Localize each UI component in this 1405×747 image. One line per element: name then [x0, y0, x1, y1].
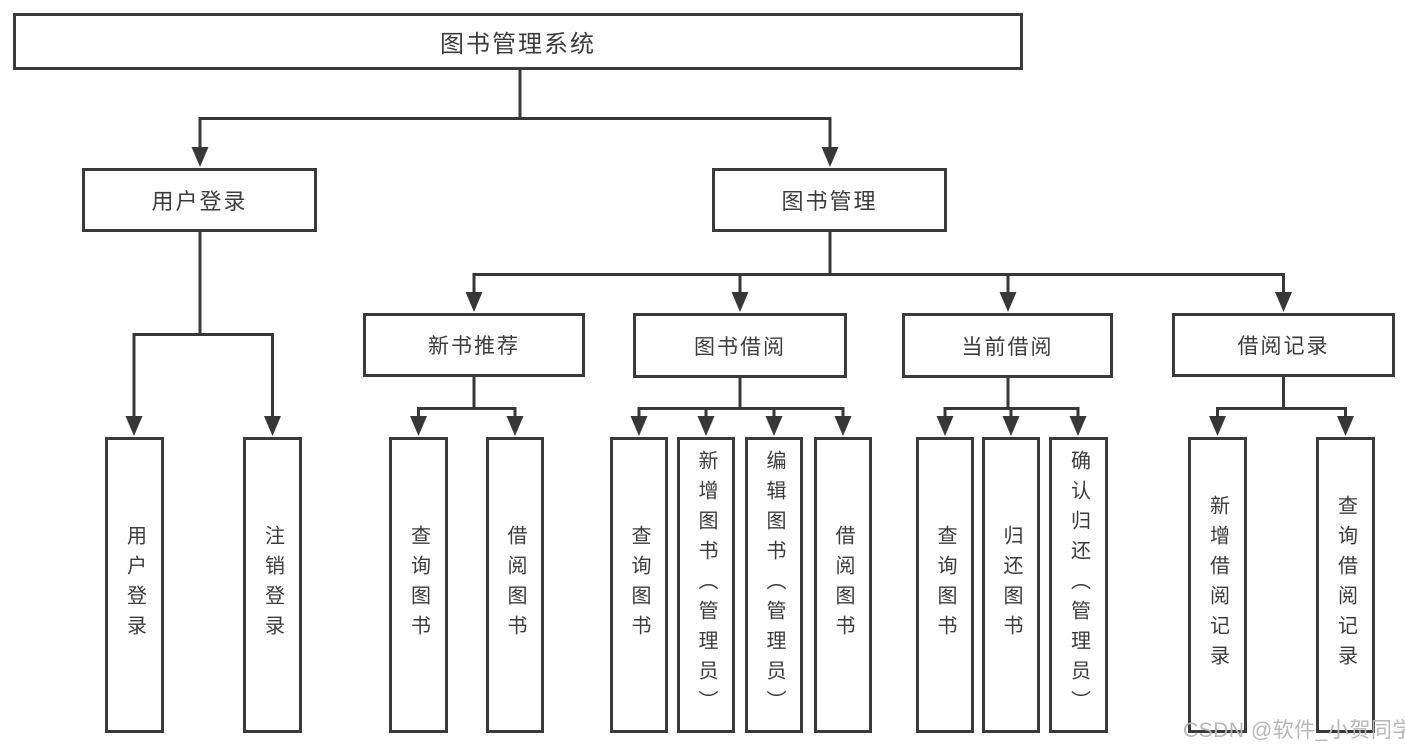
arrowhead-down-icon	[731, 292, 749, 312]
arrowhead-down-icon	[125, 416, 143, 436]
connector-borrowing-to-leaves	[637, 377, 845, 418]
node-leaf-confirm-return-admin: 确认归还（管理员）	[1049, 437, 1108, 733]
node-leaf-user-login: 用户登录	[105, 437, 164, 733]
arrowhead-down-icon	[1275, 292, 1292, 312]
node-leaf-edit-books-admin: 编辑图书（管理员）	[745, 437, 803, 733]
node-label: 编辑图书（管理员）	[763, 450, 785, 720]
node-leaf-query-books-2: 查询图书	[610, 437, 668, 733]
arrowhead-down-icon	[465, 292, 483, 312]
arrowhead-down-icon	[999, 292, 1017, 312]
node-leaf-add-books-admin: 新增图书（管理员）	[677, 437, 735, 733]
arrowhead-down-icon	[191, 147, 209, 167]
node-label: 确认归还（管理员）	[1067, 450, 1090, 720]
node-library-management-system: 图书管理系统	[13, 13, 1023, 70]
arrowhead-down-icon	[697, 416, 715, 436]
connector-bookmgmt-to-level3	[472, 232, 1285, 294]
node-label: 新书推荐	[428, 335, 520, 358]
node-label: 借阅图书	[832, 525, 854, 645]
node-leaf-borrow-books-1: 借阅图书	[486, 437, 544, 733]
node-borrowing-records: 借阅记录	[1172, 313, 1395, 377]
node-label: 当前借阅	[961, 335, 1054, 359]
node-label: 图书管理	[781, 189, 878, 214]
node-book-management: 图书管理	[712, 168, 947, 232]
arrowhead-down-icon	[410, 416, 427, 436]
connector-records-to-leaves	[1216, 377, 1347, 418]
arrowhead-down-icon	[765, 416, 783, 436]
arrowhead-down-icon	[630, 416, 648, 436]
node-label: 用户登录	[151, 189, 248, 214]
arrowhead-down-icon	[264, 416, 281, 436]
arrowhead-down-icon	[1002, 416, 1020, 436]
arrowhead-down-icon	[1069, 416, 1087, 436]
connector-userlogin-to-leaves	[132, 232, 274, 418]
node-current-borrowing: 当前借阅	[902, 313, 1113, 378]
arrowhead-down-icon	[821, 147, 839, 167]
node-label: 查询图书	[628, 525, 650, 645]
node-leaf-query-books-3: 查询图书	[916, 437, 974, 733]
node-leaf-return-books: 归还图书	[982, 437, 1040, 733]
connector-newbooks-to-leaves	[417, 377, 517, 418]
node-label: 注销登录	[261, 525, 284, 645]
node-label: 用户登录	[123, 525, 146, 645]
node-label: 新增图书（管理员）	[695, 450, 717, 720]
node-label: 归还图书	[1000, 525, 1022, 645]
arrowhead-down-icon	[936, 416, 954, 436]
node-leaf-add-borrow-record: 新增借阅记录	[1188, 437, 1247, 733]
arrowhead-down-icon	[834, 416, 852, 436]
arrowhead-down-icon	[1337, 416, 1354, 436]
node-label: 图书管理系统	[440, 31, 596, 58]
node-label: 查询图书	[934, 525, 956, 645]
node-new-book-recommendation: 新书推荐	[363, 313, 585, 377]
connector-current-to-leaves	[943, 377, 1080, 418]
node-book-borrowing: 图书借阅	[633, 313, 847, 378]
node-label: 借阅图书	[504, 525, 526, 645]
node-leaf-query-books-1: 查询图书	[389, 437, 448, 733]
node-label: 查询借阅记录	[1334, 495, 1357, 675]
connector-root-to-level2	[198, 70, 832, 148]
watermark-text: CSDN @软件_小贺同学	[1183, 719, 1405, 742]
arrowhead-down-icon	[506, 416, 524, 436]
node-label: 图书借阅	[694, 335, 786, 359]
arrowhead-down-icon	[1209, 416, 1226, 436]
node-label: 借阅记录	[1237, 335, 1330, 358]
node-label: 查询图书	[407, 525, 430, 645]
node-label: 新增借阅记录	[1206, 495, 1229, 675]
node-user-login: 用户登录	[82, 168, 317, 232]
node-leaf-borrow-books-2: 借阅图书	[814, 437, 872, 733]
node-leaf-query-borrow-record: 查询借阅记录	[1316, 437, 1375, 733]
node-leaf-logout: 注销登录	[243, 437, 302, 733]
